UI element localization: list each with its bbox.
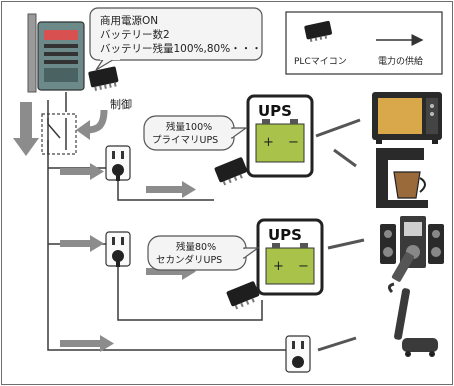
- power-arrow-branch-3: [60, 335, 114, 352]
- feed-to-microwave: [315, 118, 361, 138]
- ups-2-title: UPS: [268, 226, 302, 244]
- status-line-2: バッテリー数2: [100, 28, 170, 41]
- wall-outlet-3: [285, 335, 311, 373]
- feed-to-coffee-maker: [333, 148, 357, 168]
- main-trunk-line: [47, 118, 292, 351]
- feed-to-vacuum: [317, 336, 357, 352]
- plc-chip-ups-1: [214, 157, 248, 186]
- plc-chip-main: [88, 66, 119, 91]
- control-switch: [41, 100, 77, 155]
- power-arrow-branch-1: [60, 163, 104, 180]
- control-label: 制御: [110, 97, 132, 111]
- legend-power-label: 電力の供給: [378, 55, 423, 67]
- power-flow-arrows: [60, 163, 196, 352]
- outlet1-to-ups1-line: [117, 175, 214, 201]
- ups-unit-2: UPS + −: [256, 218, 324, 296]
- wall-outlet-2: [105, 231, 131, 267]
- ups-2-bubble-line-1: 残量80%: [176, 241, 216, 253]
- ups-2-plus-sign: +: [273, 259, 284, 274]
- power-supply-charger: [27, 13, 85, 93]
- outlet2-to-ups2-line: [117, 255, 263, 321]
- ups-1-bubble-line-2: プライマリUPS: [152, 135, 218, 146]
- power-arrow-branch-2: [60, 235, 104, 252]
- status-line-1: 商用電源ON: [100, 14, 158, 27]
- power-arrow-ups1: [146, 181, 196, 198]
- ups-2-minus-sign: −: [298, 259, 309, 274]
- appliance-feed-lines: [315, 118, 365, 352]
- audio-system-icon: [380, 216, 444, 282]
- ups-1-title: UPS: [258, 102, 292, 120]
- legend-plc-chip-icon: [304, 20, 332, 43]
- status-line-3: バッテリー残量100%,80%・・・: [100, 42, 262, 55]
- legend: PLCマイコン 電力の供給: [285, 11, 443, 75]
- vacuum-cleaner-icon: [387, 282, 438, 357]
- ups-1-bubble-line-1: 残量100%: [166, 121, 212, 133]
- ups-2-bubble-line-2: セカンダリUPS: [156, 254, 222, 266]
- legend-plc-label: PLCマイコン: [294, 57, 347, 67]
- status-bubble: 商用電源ON バッテリー数2 バッテリー残量100%,80%・・・: [89, 7, 263, 71]
- main-down-arrow: [13, 102, 39, 156]
- ups-bubble-1: 残量100% プライマリUPS: [143, 115, 248, 151]
- wall-outlet-1: [105, 145, 131, 181]
- microwave-icon: [372, 92, 442, 144]
- control-arrow: 制御: [76, 97, 132, 140]
- ups-1-plus-sign: +: [263, 135, 274, 150]
- coffee-maker-icon: [376, 148, 428, 208]
- ups-bubble-2: 残量80% セカンダリUPS: [147, 235, 260, 271]
- ups-1-minus-sign: −: [288, 135, 299, 150]
- feed-to-audio: [327, 238, 365, 250]
- plc-chip-ups-2: [226, 281, 260, 310]
- ups-unit-1: UPS + −: [246, 94, 314, 178]
